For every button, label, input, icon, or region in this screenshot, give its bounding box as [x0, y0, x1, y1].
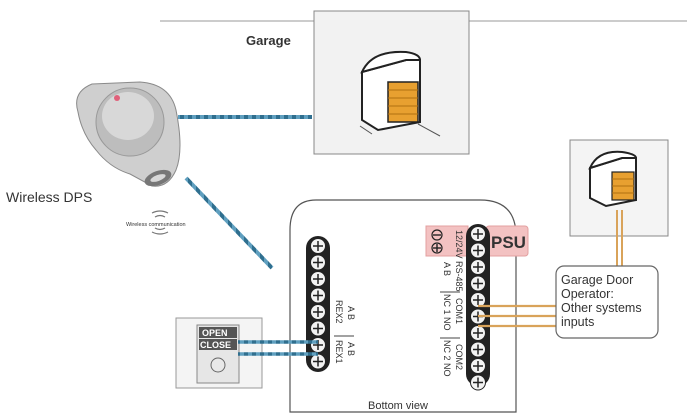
- close-label-bg: [199, 339, 237, 350]
- terminal-label-rs485: RS-485: [454, 261, 464, 292]
- terminal-label-rex1-ab: A B: [346, 342, 356, 356]
- left-terminal-strip: [306, 236, 330, 372]
- cable-dps-board: [184, 176, 274, 270]
- operator-label-line2: Operator:: [561, 287, 614, 301]
- right-terminal-strip: [466, 224, 490, 391]
- terminal-label-rs485-ab: A B: [442, 262, 452, 276]
- open-label: OPEN: [202, 328, 228, 338]
- operator-label-line4: inputs: [561, 315, 594, 329]
- garage-door-icon: [387, 81, 419, 123]
- open-label-bg: [199, 327, 237, 338]
- terminal-label-rex2: REX2: [334, 300, 344, 324]
- small-garage-building-icon: [588, 150, 638, 208]
- terminal-label-rex2-ab: A B: [346, 306, 356, 320]
- wireless-communication-label: Wireless communication: [126, 222, 186, 228]
- operator-label-line1: Garage Door: [561, 273, 633, 287]
- bottom-view-label: Bottom view: [368, 400, 428, 412]
- terminal-label-nc1no: NC 1 NO: [442, 294, 452, 331]
- garage-door-operator-box: [555, 265, 659, 339]
- wireless-dps-sensor-icon: [76, 81, 181, 187]
- plus-icon: [431, 242, 443, 254]
- small-garage-box: [569, 139, 669, 237]
- minus-icon: [431, 229, 443, 241]
- terminal-label-com2: COM2: [454, 344, 464, 370]
- garage-label: Garage: [246, 33, 291, 48]
- garage-box: [313, 10, 470, 155]
- wireless-signal-icon: [151, 210, 169, 235]
- terminal-label-power: 12/24V: [454, 230, 464, 259]
- psu-label: PSU: [491, 233, 526, 252]
- terminal-label-nc2no: NC 2 NO: [442, 340, 452, 377]
- wireless-dps-label: Wireless DPS: [6, 189, 92, 205]
- terminal-label-rex1: REX1: [334, 340, 344, 364]
- terminal-label-com1: COM1: [454, 298, 464, 324]
- garage-building-icon: [359, 50, 441, 137]
- operator-label-line3: Other systems: [561, 301, 642, 315]
- switch-button-icon: [210, 357, 226, 373]
- close-label: CLOSE: [200, 340, 231, 350]
